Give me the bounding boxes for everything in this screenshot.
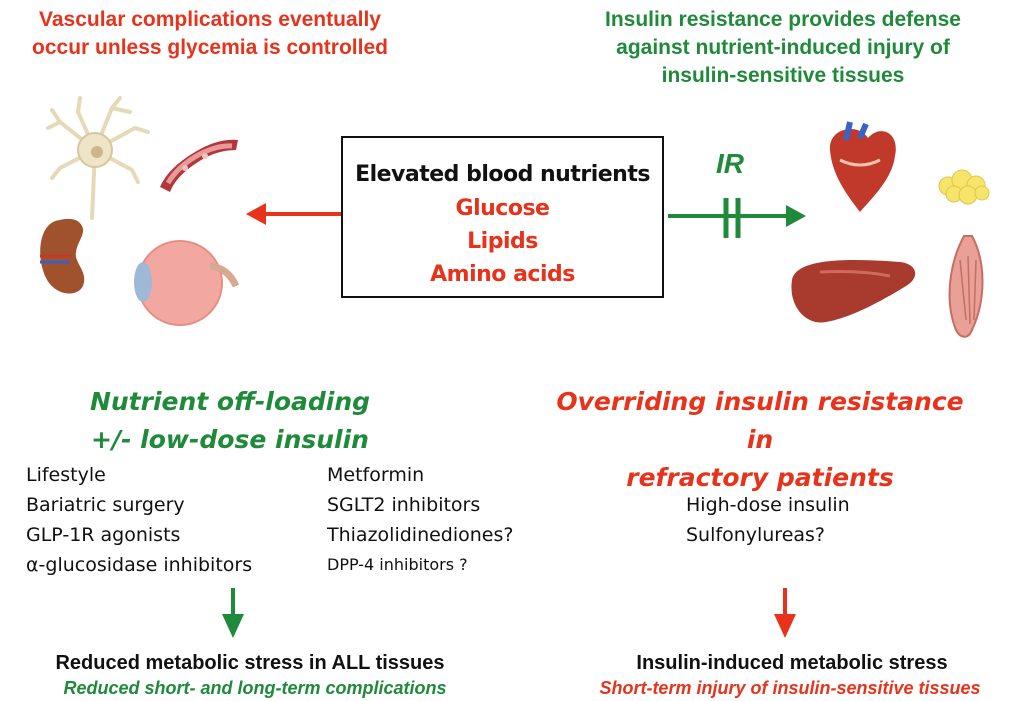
- header-left-line2: occur unless glycemia is controlled: [32, 36, 388, 59]
- neuron-icon: [46, 96, 150, 220]
- right-treatments: High-dose insulin Sulfonylureas?: [686, 490, 850, 550]
- elevated-nutrients-box: Elevated blood nutrients Glucose Lipids …: [341, 136, 664, 298]
- left-heading-line1: Nutrient off-loading: [89, 387, 371, 416]
- center-box-item-amino-acids: Amino acids: [430, 262, 575, 287]
- center-box-title: Elevated blood nutrients: [355, 162, 650, 187]
- muscle-icon: [948, 235, 984, 338]
- header-right-line1: Insulin resistance provides defense: [605, 8, 961, 31]
- down-green-arrow: [222, 588, 244, 638]
- center-box-item-lipids: Lipids: [467, 229, 538, 254]
- left-section-heading: Nutrient off-loading +/- low-dose insuli…: [60, 383, 400, 459]
- header-vascular-complications: Vascular complications eventually occur …: [0, 6, 420, 62]
- list-item: Sulfonylureas?: [686, 524, 826, 546]
- left-red-arrow: [246, 203, 341, 225]
- left-treatments-col1: Lifestyle Bariatric surgery GLP-1R agoni…: [26, 460, 252, 580]
- header-insulin-resistance: Insulin resistance provides defense agai…: [548, 6, 1018, 90]
- list-item: SGLT2 inhibitors: [327, 494, 481, 516]
- list-item: Bariatric surgery: [26, 494, 185, 516]
- left-outcome-sub: Reduced short- and long-term complicatio…: [63, 678, 447, 698]
- liver-icon: [791, 259, 916, 323]
- blood-vessel-icon: [160, 139, 238, 192]
- heart-icon: [829, 121, 896, 212]
- right-heading-line1: Overriding insulin resistance in: [556, 387, 964, 454]
- eye-icon: [134, 240, 240, 326]
- list-item: Thiazolidinediones?: [327, 524, 514, 546]
- list-item: α-glucosidase inhibitors: [26, 554, 253, 576]
- kidney-icon: [40, 218, 85, 294]
- ir-label: IR: [716, 148, 744, 179]
- list-item: High-dose insulin: [686, 494, 850, 516]
- center-box-item-glucose: Glucose: [455, 196, 550, 221]
- right-heading-line2: refractory patients: [626, 463, 894, 492]
- adipose-tissue-icon: [938, 169, 990, 205]
- header-left-line1: Vascular complications eventually: [39, 8, 381, 31]
- right-green-blocked-arrow: [668, 198, 806, 238]
- left-outcome: Reduced metabolic stress in ALL tissues: [55, 652, 445, 674]
- left-heading-line2: +/- low-dose insulin: [91, 425, 369, 454]
- header-right-line3: insulin-sensitive tissues: [661, 64, 905, 87]
- header-right-line2: against nutrient-induced injury of: [616, 36, 950, 59]
- right-outcome: Insulin-induced metabolic stress: [636, 652, 948, 674]
- list-item: GLP-1R agonists: [26, 524, 181, 546]
- left-treatments-col2: Metformin SGLT2 inhibitors Thiazolidined…: [327, 460, 513, 580]
- right-section-heading: Overriding insulin resistance in refract…: [545, 383, 975, 497]
- down-red-arrow: [774, 588, 796, 638]
- list-item: DPP-4 inhibitors ?: [327, 555, 468, 574]
- list-item: Lifestyle: [26, 464, 106, 486]
- right-outcome-sub: Short-term injury of insulin-sensitive t…: [599, 678, 981, 698]
- list-item: Metformin: [327, 464, 425, 486]
